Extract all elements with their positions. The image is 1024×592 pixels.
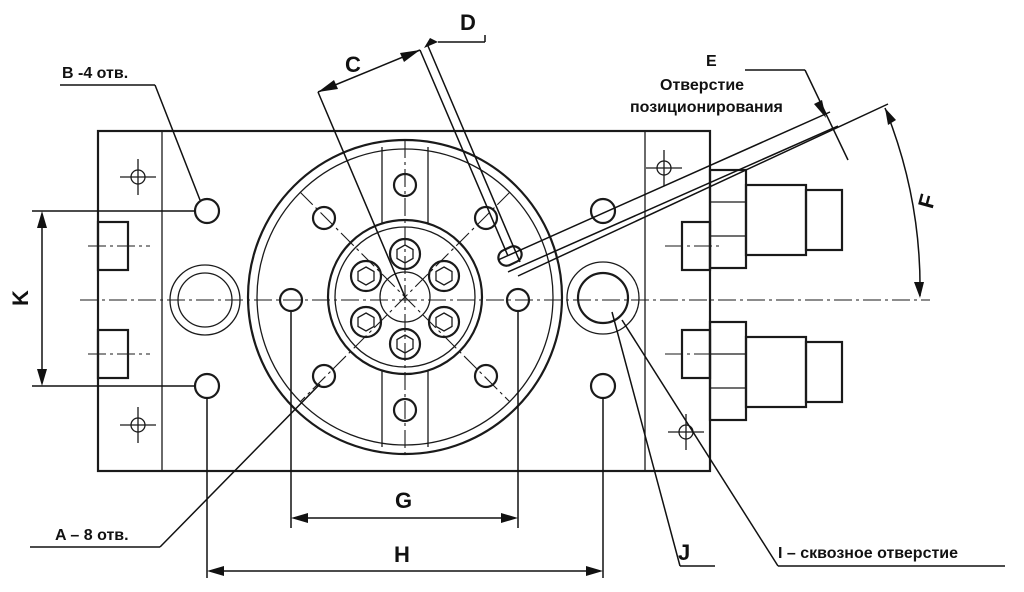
dimension-h (206, 398, 604, 578)
label-i-through: I – сквозное отверстие (778, 545, 958, 562)
dimension-c (317, 49, 509, 298)
a-holes (278, 172, 531, 423)
through-hole-i (566, 261, 640, 335)
label-f: F (913, 191, 941, 210)
hex-bolts (349, 237, 461, 361)
dimension-k (32, 210, 195, 387)
label-positioning-1: Отверстие (660, 77, 744, 94)
leader-b (60, 84, 201, 201)
dimension-e (497, 69, 849, 273)
dimension-d (424, 35, 521, 263)
label-d: D (460, 10, 476, 35)
label-k: K (8, 290, 33, 306)
label-b-holes: B -4 отв. (62, 65, 128, 82)
leader-j (611, 311, 715, 567)
label-g: G (395, 488, 412, 513)
label-c: C (345, 52, 361, 77)
base-plate (96, 129, 712, 473)
left-slots (88, 220, 150, 380)
positioning-hole (497, 245, 523, 267)
dimension-f (517, 103, 924, 298)
fitting-upper (708, 168, 844, 270)
label-positioning-2: позиционирования (630, 99, 783, 116)
rotary-table (246, 138, 564, 456)
label-a-holes: A – 8 отв. (55, 527, 129, 544)
label-h: H (394, 542, 410, 567)
leader-i (621, 319, 1005, 567)
leader-a (30, 383, 321, 548)
label-e: E (706, 53, 717, 70)
fitting-lower (708, 320, 844, 422)
dimension-g (290, 312, 519, 528)
label-j: J (678, 540, 690, 565)
